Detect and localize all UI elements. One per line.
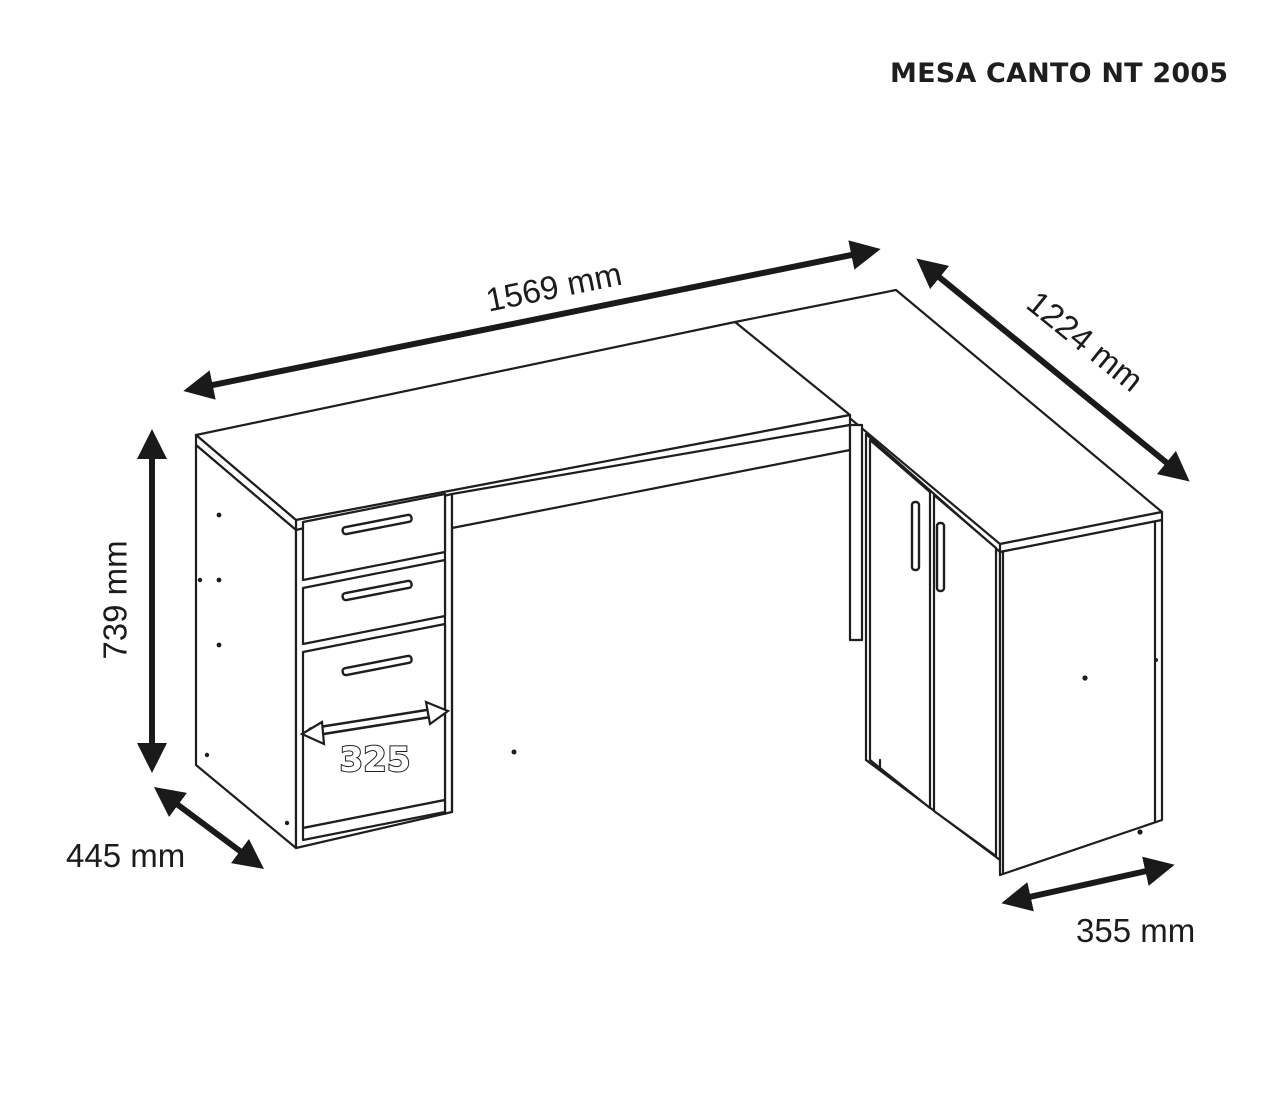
- dimension-label-height: 739 mm: [97, 540, 134, 659]
- dimension-arrow-cabinet-depth: [1001, 856, 1175, 912]
- dimension-label-width: 1569 mm: [483, 255, 625, 319]
- door-handle-left: [910, 500, 921, 572]
- dimension-label-left-depth: 445 mm: [66, 837, 185, 874]
- cabinet-door-right: [932, 493, 998, 858]
- drawer-handle-bottom: [341, 654, 413, 677]
- dimension-arrow-left-depth: [153, 787, 265, 869]
- dimension-arrow-right-depth: [916, 258, 1190, 482]
- dimension-label-drawer: 325: [340, 740, 411, 780]
- dimension-arrow-drawer: [299, 700, 451, 746]
- dimension-label-right-depth: 1224 mm: [1020, 283, 1150, 398]
- drawer-handle-middle: [341, 579, 413, 602]
- dimension-arrow-width: [183, 240, 881, 400]
- door-handle-right: [935, 521, 946, 593]
- dimension-label-cabinet-depth: 355 mm: [1076, 912, 1195, 949]
- product-title: MESA CANTO NT 2005: [890, 58, 1229, 89]
- inner-leg: [848, 423, 864, 642]
- pedestal-plinth: [301, 798, 447, 842]
- drawer-handle-top: [341, 513, 413, 536]
- cabinet-door-left: [868, 438, 932, 810]
- cabinet-side-panel: [998, 518, 1164, 877]
